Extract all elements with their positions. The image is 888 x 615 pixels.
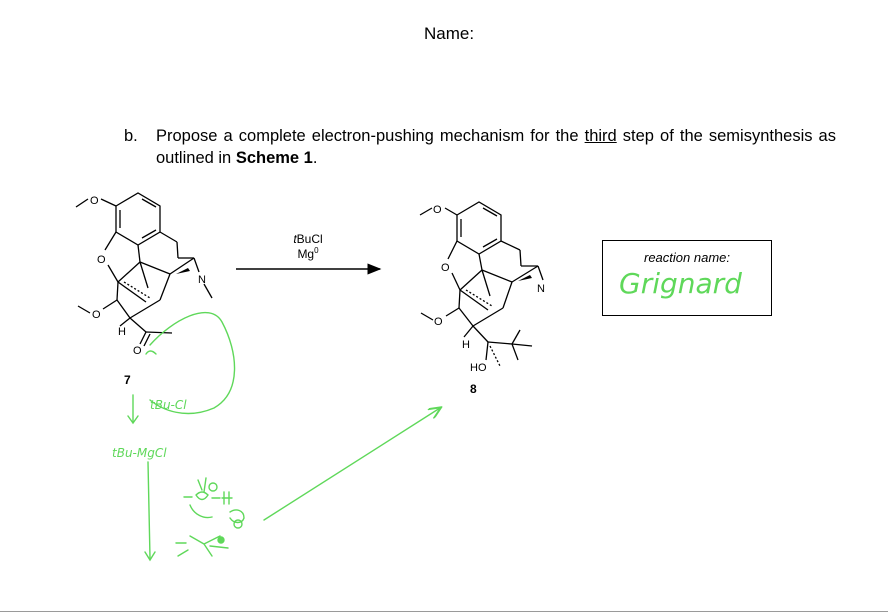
question-letter: b. <box>124 127 138 145</box>
name-label: Name: <box>424 24 475 43</box>
atom-nitrogen-product: N <box>537 283 545 295</box>
atom-hydrogen-product: H <box>462 339 470 351</box>
question-text: Propose a complete electron-pushing mech… <box>156 125 836 169</box>
atom-oxygen-ether-product: O <box>441 262 450 274</box>
reaction-name-label: reaction name: <box>644 250 730 265</box>
scheme-reference: Scheme 1 <box>235 149 313 167</box>
compound-label-8: 8 <box>470 382 477 396</box>
atom-oxygen-methoxy-2: O <box>92 309 101 321</box>
reagent-mg: Mg0 <box>278 246 338 261</box>
wedge-bond <box>176 268 190 274</box>
reagent-mg-base: Mg <box>297 247 315 261</box>
reaction-name-answer: Grignard <box>619 267 742 300</box>
handwritten-mechanism <box>127 311 440 562</box>
reagent-bucl: BuCl <box>296 232 323 246</box>
product-structure <box>419 201 544 367</box>
question-text-start: Propose a complete electron-pushing mech… <box>156 127 585 145</box>
atom-hydrogen: H <box>118 326 126 338</box>
reaction-name-box[interactable]: reaction name: Grignard <box>602 240 772 316</box>
question-b: b. Propose a complete electron-pushing m… <box>124 125 836 169</box>
atom-oxygen-methoxy-product: O <box>433 204 442 216</box>
handwritten-step-2: tBu-MgCl <box>112 446 167 460</box>
atom-hydroxyl-product: HO <box>470 362 487 374</box>
reagent-mg-sup: 0 <box>314 246 319 255</box>
question-text-middle: step of the semisynthesis as outlined in <box>156 127 836 167</box>
compound-label-7: 7 <box>124 373 131 387</box>
wedge-bond-product <box>518 275 532 281</box>
reagent-tbucl: tBuCl <box>278 232 338 246</box>
atom-nitrogen: N <box>198 274 206 286</box>
atom-oxygen-methoxy: O <box>90 195 99 207</box>
atom-oxygen-methoxy-2-product: O <box>434 316 443 328</box>
atom-oxygen-carbonyl: O <box>133 345 142 357</box>
handwritten-step-1: tBu-Cl <box>150 398 187 412</box>
reagent-t-prefix: t <box>293 232 297 246</box>
starting-material-structure <box>75 192 213 347</box>
page-bottom-border <box>0 611 888 612</box>
question-text-end: . <box>312 149 318 167</box>
underlined-word: third <box>584 127 617 145</box>
atom-oxygen-ether: O <box>97 254 106 266</box>
